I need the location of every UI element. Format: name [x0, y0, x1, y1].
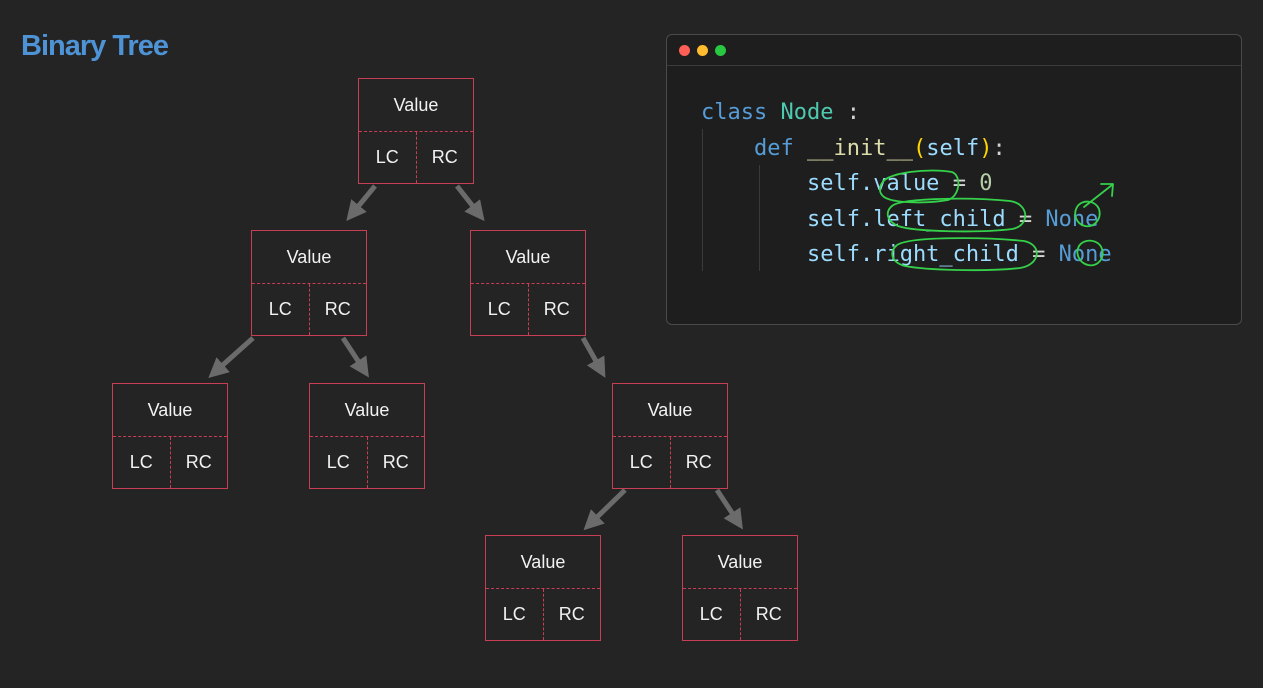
node-right-child-cell: RC — [185, 452, 212, 472]
node-left-child-cell: LC — [113, 437, 171, 488]
maximize-window-dot[interactable] — [715, 45, 726, 56]
page-title: Binary Tree — [21, 30, 169, 62]
code-line-4: self.left_child = None — [806, 206, 1099, 232]
tree-node-left-right: Value LC RC — [309, 383, 425, 489]
node-right-child-cell: RC — [324, 299, 351, 319]
node-left-child-cell: LC — [359, 132, 417, 183]
node-right-child-cell: RC — [431, 147, 458, 167]
edge-root-to-left — [346, 184, 377, 221]
code-line-5: self.right_child = None — [806, 242, 1112, 267]
code-line-2: def __init__(self): — [753, 135, 1006, 161]
edge-left-to-leftright — [340, 336, 369, 378]
edge-rightleft-to-child-right — [714, 488, 743, 530]
edge-root-to-right — [455, 184, 485, 222]
tree-node-root: Value LC RC — [358, 78, 474, 184]
tree-node-right-left-right: Value LC RC — [682, 535, 798, 641]
code-block: class Node : def __init__(self): self.va… — [701, 95, 1112, 273]
node-right-child-cell: RC — [543, 299, 570, 319]
node-left-child-cell: LC — [683, 589, 741, 640]
node-value-cell: Value — [359, 79, 473, 132]
minimize-window-dot[interactable] — [697, 45, 708, 56]
node-left-child-cell: LC — [613, 437, 671, 488]
node-left-child-cell: LC — [310, 437, 368, 488]
tree-node-left-left: Value LC RC — [112, 383, 228, 489]
node-left-child-cell: LC — [471, 284, 529, 335]
tree-node-right-left-left: Value LC RC — [485, 535, 601, 641]
node-value-cell: Value — [471, 231, 585, 284]
indent-guide — [702, 129, 703, 271]
window-titlebar — [667, 35, 1241, 66]
close-window-dot[interactable] — [679, 45, 690, 56]
node-right-child-cell: RC — [755, 604, 782, 624]
edge-rightleft-to-child-left — [583, 488, 627, 531]
node-value-cell: Value — [310, 384, 424, 437]
indent-guide — [759, 165, 760, 271]
edge-left-to-leftleft — [208, 336, 255, 379]
node-left-child-cell: LC — [486, 589, 544, 640]
node-value-cell: Value — [486, 536, 600, 589]
node-value-cell: Value — [113, 384, 227, 437]
node-value-cell: Value — [613, 384, 727, 437]
tree-node-right: Value LC RC — [470, 230, 586, 336]
code-line-3: self.value = 0 — [806, 171, 993, 196]
node-value-cell: Value — [252, 231, 366, 284]
node-value-cell: Value — [683, 536, 797, 589]
tree-node-right-left: Value LC RC — [612, 383, 728, 489]
code-line-1: class Node : — [701, 100, 860, 125]
tree-node-left: Value LC RC — [251, 230, 367, 336]
node-left-child-cell: LC — [252, 284, 310, 335]
node-right-child-cell: RC — [685, 452, 712, 472]
node-right-child-cell: RC — [558, 604, 585, 624]
node-right-child-cell: RC — [382, 452, 409, 472]
edge-right-to-rightleft — [580, 336, 606, 378]
code-editor-window: class Node : def __init__(self): self.va… — [666, 34, 1242, 325]
